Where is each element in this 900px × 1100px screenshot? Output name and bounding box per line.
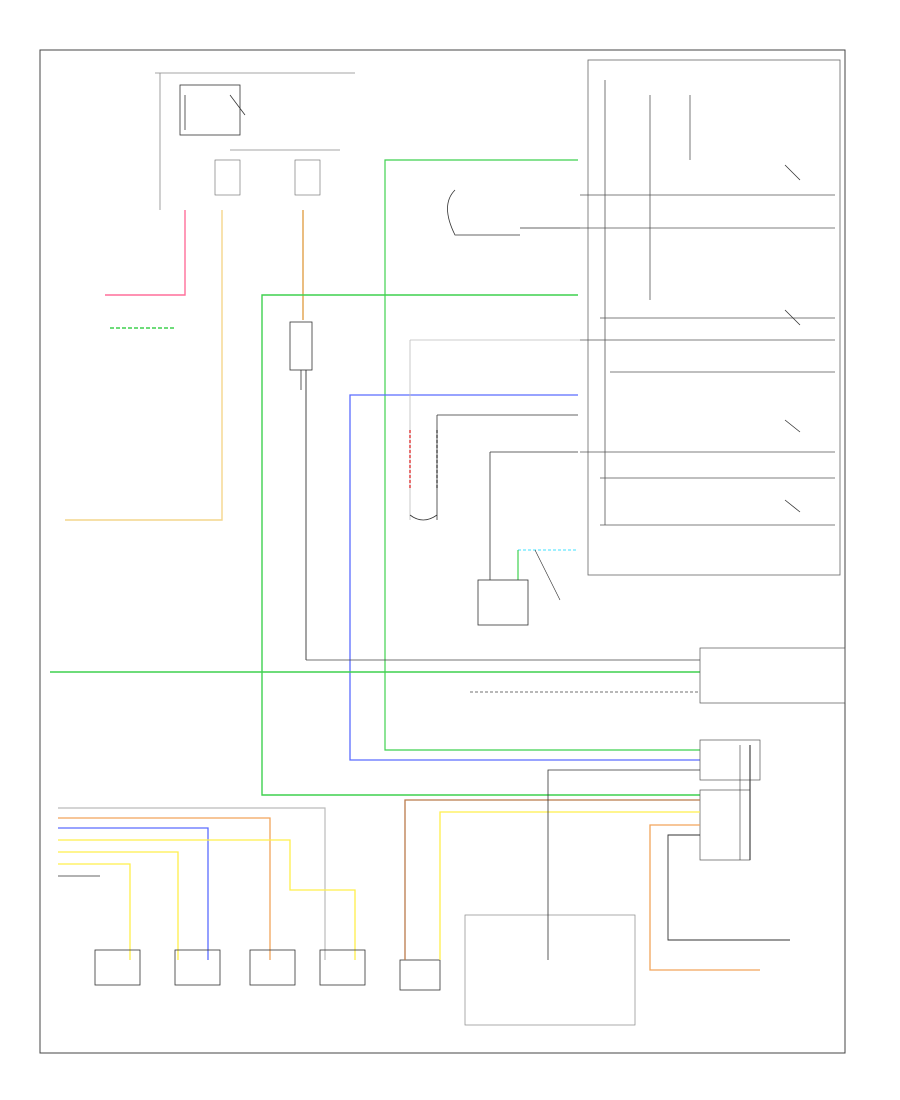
blue-wire <box>349 394 700 761</box>
green-wire-main <box>261 294 700 796</box>
green-wire-upper <box>384 159 700 751</box>
pink-wire <box>105 210 186 296</box>
diagram-frame <box>39 49 846 1054</box>
sensor-harness <box>409 189 580 521</box>
relay-component <box>289 321 313 660</box>
lower-left-bundle <box>58 807 356 960</box>
orange-wire-right <box>649 824 760 971</box>
black-wire-right <box>667 834 790 941</box>
black-wire-sensor <box>547 769 700 960</box>
tan-wire <box>65 210 223 521</box>
hot-at-all-times-fuse-block <box>155 72 355 210</box>
right-connector-strip <box>699 647 846 861</box>
yellow-wire-right <box>439 811 700 960</box>
right-module <box>580 59 841 576</box>
pressure-switch <box>477 451 578 626</box>
bottom-components <box>94 914 636 1026</box>
brown-wire <box>404 799 700 960</box>
